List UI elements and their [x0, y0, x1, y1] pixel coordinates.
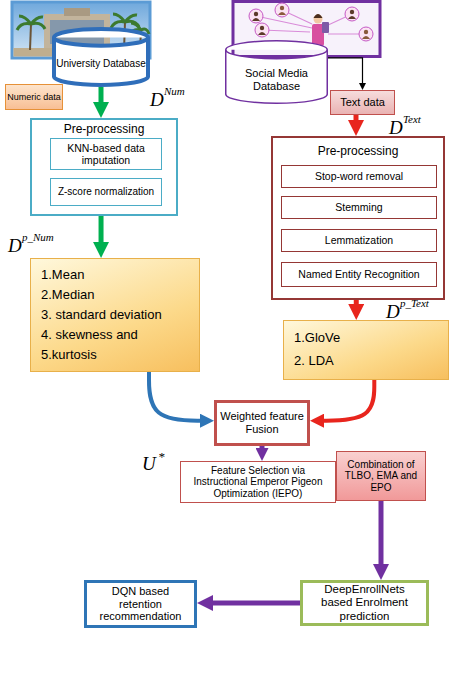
box-text: Social Media Database — [237, 67, 316, 92]
box-text: DQN based retention recommendation — [91, 585, 190, 623]
box-text: Lemmatization — [325, 234, 393, 246]
palm-fronds — [111, 14, 139, 28]
profile-head — [254, 12, 258, 16]
box-text: Weighted feature Fusion — [219, 410, 305, 435]
process-box: Z-score normalization — [50, 178, 162, 206]
box-text: Numeric data — [7, 92, 61, 102]
profile-icon — [249, 9, 263, 23]
profile-head — [350, 10, 354, 14]
profile-body — [258, 32, 266, 35]
profile-icon — [255, 23, 269, 37]
group-box: Pre-processingStop-word removalStemmingL… — [271, 136, 445, 300]
profile-icon — [345, 7, 359, 21]
person-head — [314, 15, 323, 24]
profile-head — [364, 30, 368, 34]
flow-arrow — [317, 380, 374, 421]
process-box: Lemmatization — [281, 229, 437, 252]
superscript: p_Text — [400, 298, 429, 309]
process-box: KNN-based data imputation — [50, 138, 162, 170]
flow-arrow — [149, 372, 207, 421]
cylinder-shape — [54, 29, 148, 85]
cylinder-outline — [52, 27, 150, 87]
box-text: Combination of TLBO, EMA and EPO — [340, 459, 422, 494]
database-cylinder: Social Media Database — [225, 40, 328, 104]
box-text: Stop-word removal — [315, 170, 403, 182]
fusion-box: Weighted feature Fusion — [214, 400, 310, 446]
profile-circle — [359, 27, 373, 41]
flow-arrow — [99, 87, 104, 110]
box-text: University Database — [56, 58, 145, 70]
box-text: 5.kurtosis — [41, 348, 97, 363]
profile-head — [280, 6, 284, 10]
math-symbol: D — [389, 118, 403, 137]
profile-icon — [275, 3, 289, 17]
box-text: 1.GloVe — [294, 331, 340, 346]
flow-arrow — [379, 501, 384, 572]
person-hair — [314, 14, 323, 18]
box-text: Feature Selection via Instructional Empe… — [185, 465, 331, 500]
flow-arrow — [354, 115, 359, 128]
flow-arrow — [260, 446, 265, 455]
superscript: * — [158, 450, 165, 463]
profile-icon — [359, 27, 373, 41]
box-text: Z-score normalization — [58, 186, 154, 198]
person-figure — [312, 14, 329, 46]
math-symbol: D — [386, 302, 400, 321]
flow-arrow — [205, 601, 300, 606]
box-text: Named Entity Recognition — [298, 268, 419, 280]
profile-circle — [345, 7, 359, 21]
phone — [322, 22, 329, 33]
data-type-box: Numeric data — [5, 84, 63, 110]
building-roof — [64, 8, 90, 16]
box-text: KNN-based data imputation — [54, 142, 158, 166]
profile-body — [348, 16, 356, 19]
superscript: Text — [403, 114, 421, 125]
selection-box: Feature Selection via Instructional Empe… — [180, 461, 336, 503]
box-text: DeepEnrollNets based Enrolment predictio… — [307, 583, 422, 623]
process-box: Stop-word removal — [281, 165, 437, 188]
flow-arrow — [354, 300, 359, 312]
box-text: 2.Median — [41, 288, 94, 303]
profile-circle — [249, 9, 263, 23]
math-symbol: D — [8, 236, 22, 255]
profile-body — [362, 36, 370, 39]
data-type-box: Text data — [330, 90, 395, 115]
superscript: p_Num — [22, 232, 54, 243]
box-text: 3. standard deviation — [41, 308, 162, 323]
feature-box: 1.GloVe 2. LDA — [283, 320, 449, 380]
math-symbol: U — [142, 454, 156, 473]
box-text: Stemming — [335, 201, 382, 213]
profile-head — [260, 26, 264, 30]
box-title: Pre-processing — [275, 145, 441, 159]
box-title: Pre-processing — [34, 123, 174, 137]
box-text: 1.Mean — [41, 268, 84, 283]
cylinder-shape — [226, 41, 328, 104]
feature-box: 1.Mean 2.Median 3. standard deviation 4. sk… — [30, 258, 200, 372]
process-box: Named Entity Recognition — [281, 262, 437, 287]
palm-fronds — [17, 16, 45, 30]
box-text: 4. skewness and — [41, 328, 138, 343]
math-symbol: D — [150, 90, 164, 109]
flow-arrow — [328, 58, 363, 87]
database-cylinder: University Database — [52, 27, 150, 87]
box-text: Text data — [340, 96, 385, 109]
superscript: Num — [164, 86, 185, 97]
profile-body — [252, 18, 260, 21]
palm-trunk — [30, 24, 31, 50]
profile-circle — [275, 3, 289, 17]
process-box: Stemming — [281, 196, 437, 219]
output-box: DQN based retention recommendation — [84, 580, 197, 628]
profile-circle — [255, 23, 269, 37]
box-text: 2. LDA — [294, 354, 334, 369]
flow-arrow — [99, 216, 104, 250]
optimizer-box: Combination of TLBO, EMA and EPO — [336, 451, 426, 501]
profile-body — [278, 12, 286, 15]
model-box: DeepEnrollNets based Enrolment predictio… — [300, 580, 429, 626]
group-box: Pre-processingKNN-based data imputationZ… — [30, 118, 178, 216]
